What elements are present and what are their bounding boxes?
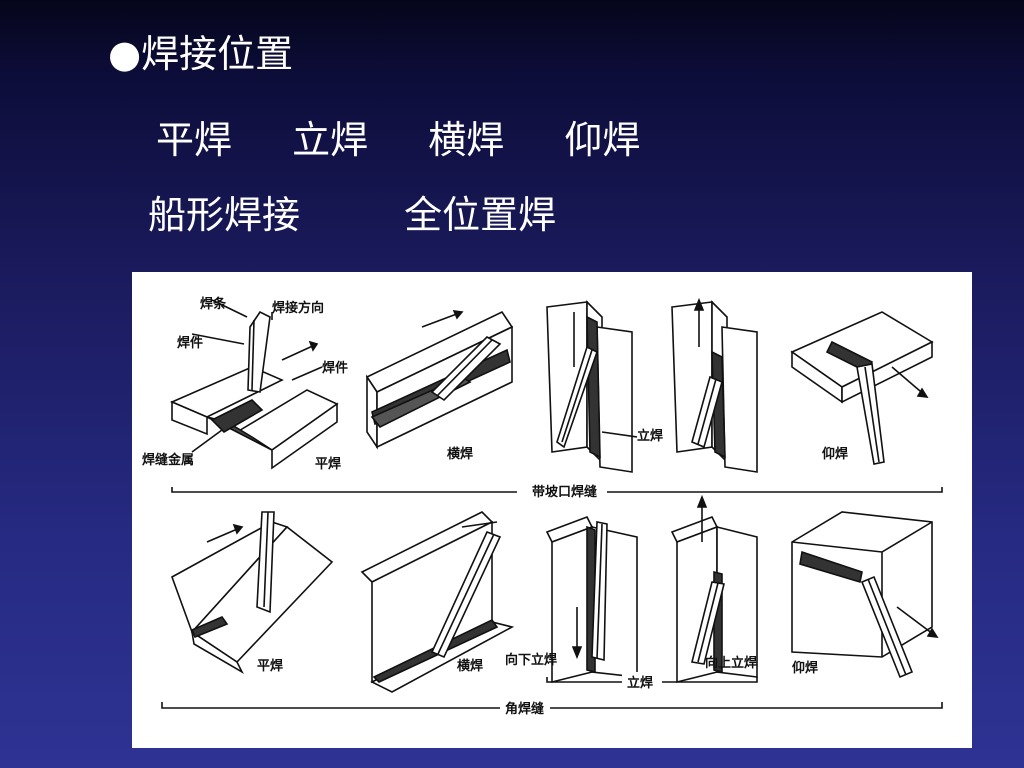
label-vertical-down: 向下立焊 (505, 652, 557, 668)
position-overhead: 仰焊 (564, 118, 641, 162)
horizontal-fillet-weld-illustration (360, 511, 515, 693)
label-vertical-group: 立焊 (627, 675, 653, 691)
label-electrode: 焊条 (200, 296, 227, 312)
horizontal-butt-weld-illustration (365, 310, 514, 450)
vertical-groove-weld-2-illustration (671, 297, 758, 473)
label-flat-top: 平焊 (315, 456, 341, 472)
label-horizontal-top: 横焊 (447, 446, 473, 462)
label-vertical-up: 向上立焊 (705, 655, 757, 671)
flat-fillet-weld-illustration (171, 511, 334, 675)
vertical-down-fillet-illustration (545, 515, 638, 684)
positions-row-1: 平焊 立焊 横焊 仰焊 (156, 115, 640, 165)
label-fillet-group: 角焊缝 (505, 701, 544, 717)
position-vertical: 立焊 (292, 118, 369, 162)
label-groove-group: 带坡口焊缝 (532, 484, 597, 500)
label-direction: 焊接方向 (272, 300, 324, 316)
welding-positions-figure: 焊条 焊接方向 焊件 焊件 焊缝金属 平焊 横焊 立焊 仰焊 带坡口焊缝 平焊 … (132, 272, 972, 748)
overhead-groove-weld-illustration (790, 311, 934, 465)
vertical-up-fillet-illustration (670, 494, 758, 684)
label-flat-bottom: 平焊 (257, 658, 283, 674)
positions-row-2: 船形焊接 全位置焊 (148, 190, 556, 240)
position-all: 全位置焊 (404, 193, 557, 237)
flat-butt-weld-illustration (169, 299, 339, 470)
label-horizontal-bottom: 横焊 (457, 658, 483, 674)
vertical-groove-weld-illustration (546, 300, 638, 473)
label-vertical-top: 立焊 (637, 428, 663, 444)
label-overhead-bottom: 仰焊 (792, 660, 818, 676)
position-flat: 平焊 (156, 118, 233, 162)
label-workpiece-left: 焊件 (177, 335, 203, 351)
label-workpiece-right: 焊件 (322, 360, 348, 376)
position-horizontal: 横焊 (428, 118, 505, 162)
slide-title: ●焊接位置 (108, 32, 294, 76)
label-weld-metal: 焊缝金属 (142, 452, 194, 468)
overhead-fillet-illustration (791, 511, 939, 679)
position-boat: 船形焊接 (148, 193, 301, 237)
label-overhead-top: 仰焊 (822, 446, 848, 462)
